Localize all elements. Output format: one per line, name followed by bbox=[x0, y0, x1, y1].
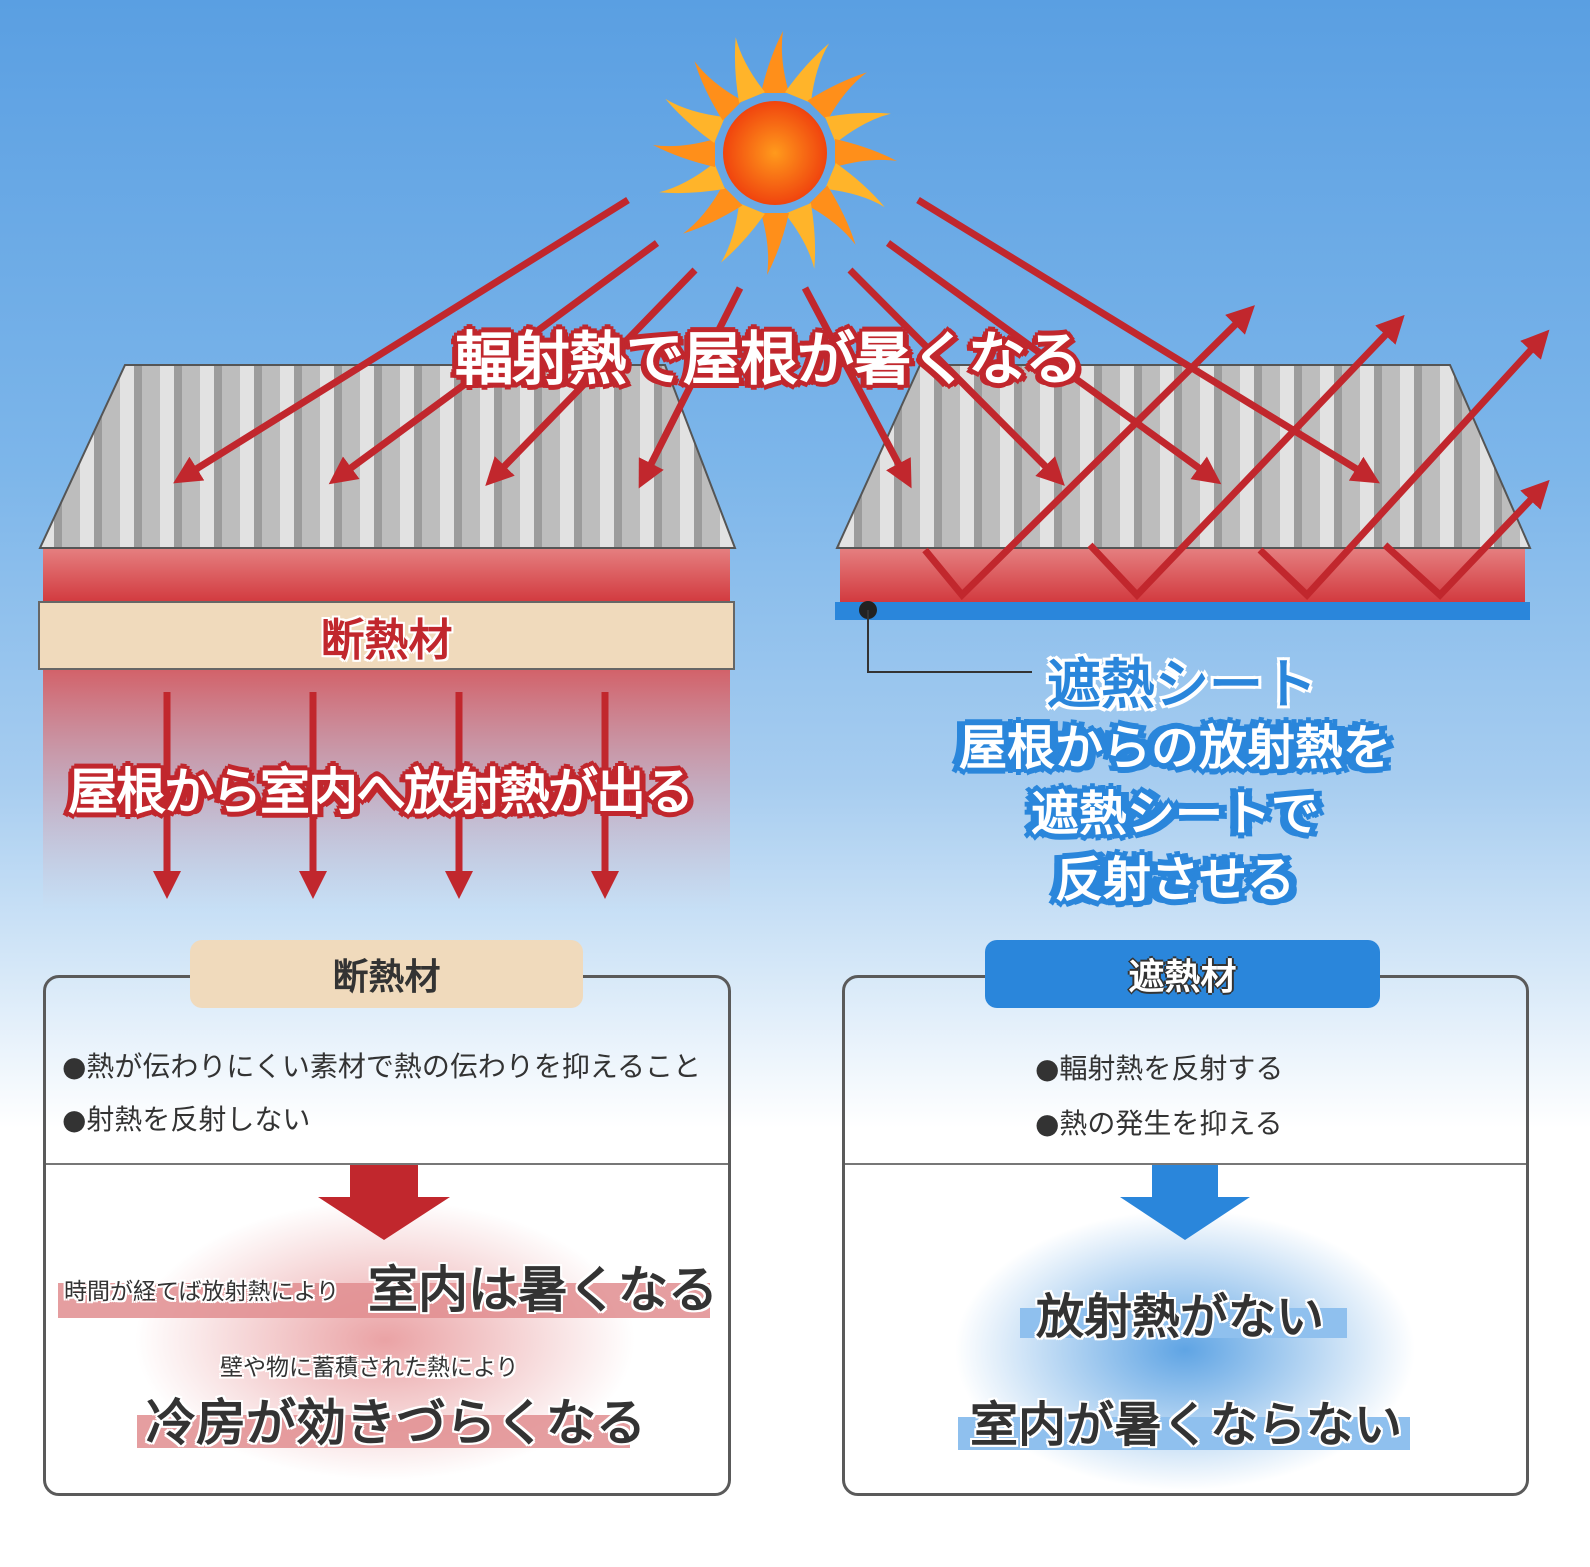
heat-shield-tab-label: 遮熱材 bbox=[1128, 957, 1237, 998]
sun-flame bbox=[694, 61, 743, 121]
sun-flame bbox=[807, 72, 867, 121]
sun-flame bbox=[720, 203, 765, 263]
sun-flame bbox=[659, 163, 725, 194]
result-big-2: 冷房が効きづらくなる bbox=[146, 1394, 646, 1452]
right-caption-line: 屋根からの放射熱を bbox=[958, 720, 1391, 776]
heat-shield-bullet: ●輻射熱を反射する bbox=[1035, 1052, 1284, 1085]
right-roof bbox=[835, 364, 1532, 673]
sun-flame bbox=[761, 31, 789, 93]
sun-flame bbox=[785, 203, 816, 269]
sun-flame bbox=[785, 43, 830, 103]
result-no-radiant-heat: 放射熱がない bbox=[1036, 1289, 1325, 1345]
insulation-tab-label: 断熱材 bbox=[332, 957, 441, 998]
heat-gradient bbox=[43, 670, 730, 910]
sun-flame bbox=[761, 213, 789, 275]
insulation-tab: 断熱材 bbox=[190, 940, 583, 1008]
heat-shield-sheet-label: 遮熱シート bbox=[1047, 653, 1317, 716]
heat-shield-sheet bbox=[835, 602, 1530, 620]
downward-heat-arrows bbox=[153, 692, 619, 899]
right-caption-line: 遮熱シートで bbox=[1030, 786, 1319, 842]
reflected-rays bbox=[922, 305, 1550, 601]
result-small-1: 時間が経てば放射熱により bbox=[64, 1279, 340, 1305]
sun-flame bbox=[653, 139, 715, 167]
right-caption-line: 反射させる bbox=[1054, 852, 1295, 908]
sun-flame bbox=[825, 163, 885, 208]
insulation-bullet: ●射熱を反射しない bbox=[62, 1103, 311, 1136]
sun-flame bbox=[835, 139, 897, 167]
insulation-bullet: ●熱が伝わりにくい素材で熱の伝わりを抑えること bbox=[62, 1050, 702, 1083]
left-roof bbox=[38, 364, 737, 910]
left-heat-caption: 屋根から室内へ放射熱が出る bbox=[68, 763, 694, 821]
result-big-1: 室内は暑くなる bbox=[368, 1261, 718, 1319]
result-room-not-hot: 室内が暑くならない bbox=[970, 1397, 1403, 1453]
insulation-bar: 断熱材 bbox=[38, 601, 735, 670]
sun-flame bbox=[734, 37, 765, 103]
heat-shield-bullet: ●熱の発生を抑える bbox=[1035, 1107, 1283, 1140]
sun-flame bbox=[807, 185, 856, 245]
heat-shield-tab: 遮熱材 bbox=[985, 940, 1380, 1008]
right-caption: 屋根からの放射熱を 遮熱シートで 反射させる bbox=[940, 715, 1410, 913]
sun-flame bbox=[825, 112, 891, 143]
insulation-label: 断熱材 bbox=[320, 614, 453, 666]
pointer-line bbox=[867, 610, 1032, 673]
main-title: 輻射熱で屋根が暑くなる bbox=[455, 325, 1083, 393]
sun-flame bbox=[683, 185, 743, 234]
sun-icon: /* flames drawn below */ bbox=[653, 31, 897, 275]
result-small-2: 壁や物に蓄積された熱により bbox=[220, 1355, 519, 1381]
sun-flame bbox=[665, 98, 725, 143]
